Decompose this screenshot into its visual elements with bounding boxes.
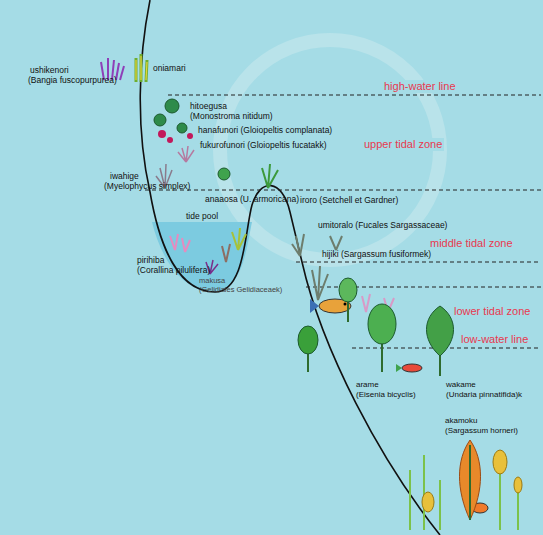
species-name: oniamari [153, 64, 186, 74]
species-label: hijiki (Sargassum fusiformek) [322, 250, 431, 260]
species-name: iwahige [110, 172, 139, 182]
pirihiba-plant [170, 234, 190, 252]
pool-plant [222, 244, 230, 262]
wakame-plant [427, 306, 454, 376]
species-name: hitoegusa [190, 102, 227, 112]
latin-name: (Myelophycus simplex) [104, 182, 190, 192]
species-label: hanafunori (Gloiopeltis complanata) [198, 126, 332, 136]
pool-label: tide pool [186, 212, 218, 222]
zone-label: middle tidal zone [428, 237, 515, 250]
hitoegusa-plant [154, 99, 187, 133]
species-label: fukurofunori (Gloiopeltis fucatakk) [200, 141, 327, 151]
latin-name: (Monostroma nitidum) [190, 112, 273, 122]
latin-name: (Sargassum horneri) [445, 426, 518, 435]
species-name: akamoku [445, 416, 477, 425]
species-name: makusa [199, 277, 225, 286]
species-name: pirihiba [137, 256, 164, 266]
zone-line-label: high-water line [382, 80, 458, 93]
latin-name: (Gelidiales Gelidiaceaek) [199, 286, 282, 295]
species-label: anaaosa (U. armoricana) [205, 195, 299, 205]
anaaosa-plant [218, 168, 230, 180]
fukurofunori-plant [178, 146, 194, 162]
hanafunori-plant [158, 130, 193, 143]
slope-fronds [292, 234, 342, 300]
latin-name: (Eisenia bicyclis) [356, 390, 416, 399]
hill-plant [262, 164, 278, 188]
latin-name: (Bangia fuscopurpurea) [28, 76, 117, 86]
species-name: wakame [446, 380, 476, 389]
zone-line-label: low-water line [459, 333, 530, 346]
latin-name: (Corallina pilulifera) [137, 266, 210, 276]
arame-plants [298, 278, 396, 372]
species-name: arame [356, 380, 379, 389]
latin-name: (Undaria pinnatifida)k [446, 390, 522, 399]
pool-water [152, 222, 252, 292]
deep-plants [422, 450, 522, 512]
akamoku-plant [460, 440, 481, 520]
zone-lines [145, 95, 541, 348]
oniamari-plant [136, 54, 147, 82]
species-name: ushikenori [30, 66, 69, 76]
species-label: umitoralo (Fucales Sargassaceae) [318, 221, 447, 231]
species-label: iroro (Setchell et Gardner) [300, 196, 398, 206]
zone-label: lower tidal zone [452, 305, 532, 318]
zone-label: upper tidal zone [362, 138, 444, 151]
pool-plant [232, 228, 246, 250]
